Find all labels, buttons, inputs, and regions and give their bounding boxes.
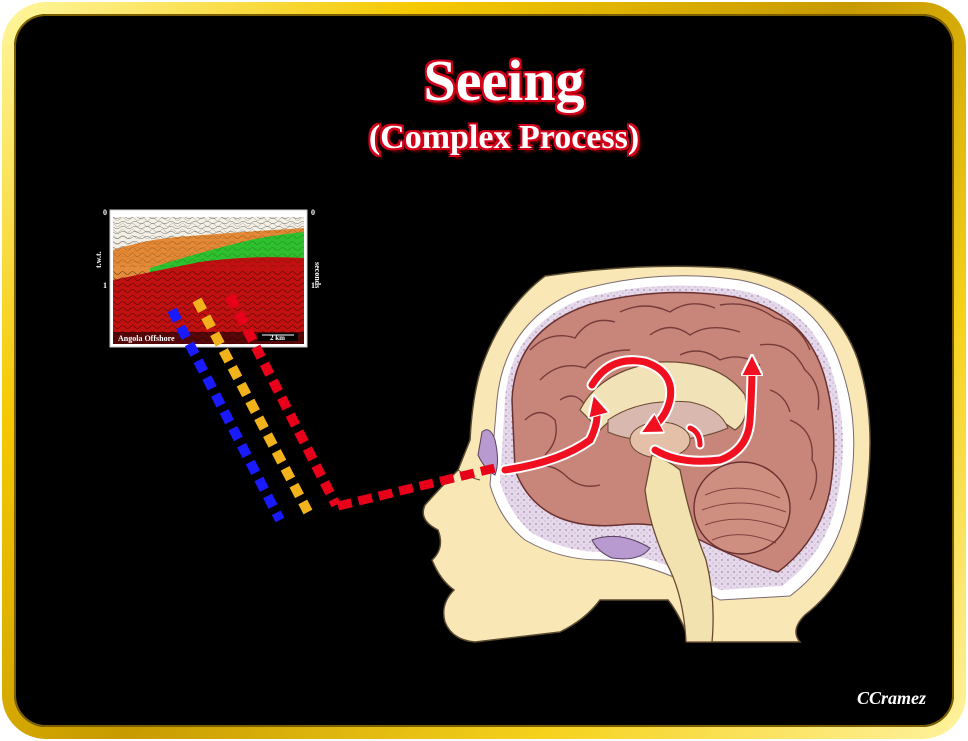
seismic-label-west: West	[114, 201, 131, 210]
seismic-location-label: Angola Offshore	[118, 334, 175, 343]
seismic-tick-top-left: 0	[103, 208, 107, 217]
ray-red	[225, 293, 341, 508]
seismic-tick-one-right: 1	[311, 281, 315, 290]
author-credit: CCramez	[856, 688, 926, 708]
ray-red-to-eye	[336, 463, 497, 511]
seismic-label-east: East	[289, 201, 305, 210]
page-subtitle: (Complex Process)	[368, 119, 640, 156]
light-rays	[167, 293, 497, 523]
ray-blue	[167, 307, 285, 523]
neural-pathway-arrows	[499, 361, 752, 476]
seismic-axis-seconds: seconds	[313, 262, 322, 289]
head-brain-illustration	[422, 265, 871, 643]
seismic-tick-top-right: 0	[311, 208, 315, 217]
ray-yellow	[192, 297, 313, 515]
seismic-tick-one-left: 1	[103, 281, 107, 290]
seismic-axis-twt: t.w.t.	[94, 251, 103, 268]
page-title: Seeing	[423, 48, 585, 113]
seismic-scale-label: 2 km	[270, 334, 285, 342]
